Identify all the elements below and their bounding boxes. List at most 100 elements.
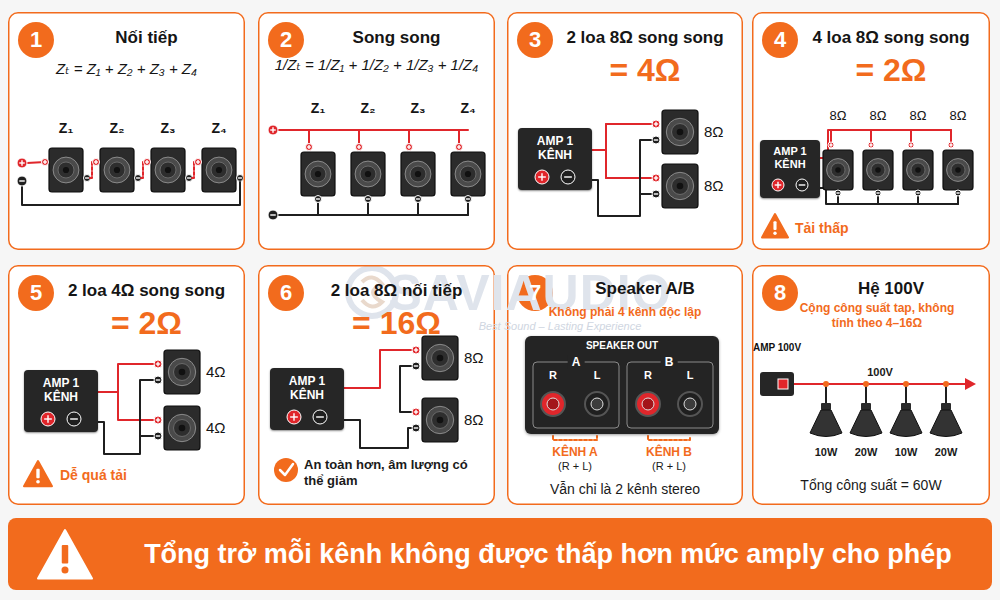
panel-heading: SPEAKER OUT xyxy=(525,340,719,352)
terminal-sign xyxy=(564,176,572,177)
terminal xyxy=(652,174,660,182)
speaker-cone xyxy=(405,161,431,187)
speaker-cone xyxy=(907,159,930,182)
amplifier-label: AMP 1 KÊNH xyxy=(28,376,94,404)
summary-note: Tổng công suất = 60W xyxy=(762,477,980,494)
wire xyxy=(950,130,952,142)
terminal xyxy=(875,190,881,196)
subtitle-note: Không phải 4 kênh độc lập xyxy=(517,305,733,320)
junction-dot xyxy=(943,381,949,387)
speaker-cone xyxy=(174,420,191,437)
wire xyxy=(278,214,468,216)
warning-banner: Tổng trở mỗi kênh không được thấp hơn mứ… xyxy=(8,518,992,590)
speaker-cone xyxy=(53,157,79,183)
example-panel: Hệ 100VCộng công suất tap, không tính th… xyxy=(752,265,990,505)
speaker-cone xyxy=(867,159,890,182)
amp-terminal xyxy=(760,372,794,396)
terminal xyxy=(868,142,874,148)
speaker-cone xyxy=(310,166,326,182)
terminal xyxy=(652,120,660,128)
speaker-cone xyxy=(827,159,850,182)
speaker-box xyxy=(401,152,435,196)
terminal xyxy=(908,142,914,148)
speaker-cone xyxy=(305,161,331,187)
wire xyxy=(98,380,154,454)
channel-side-label: L xyxy=(594,369,601,382)
impedance-result: = 2Ω xyxy=(798,52,984,88)
wire xyxy=(877,196,879,204)
terminal xyxy=(835,190,841,196)
speaker-dome xyxy=(315,171,321,177)
impedance-label: Z₁ xyxy=(311,100,325,116)
output-group-label: B xyxy=(661,355,678,369)
panel-ground xyxy=(507,12,743,250)
impedance-label: 8Ω xyxy=(704,123,724,140)
panel-title: Speaker A/B xyxy=(553,279,737,299)
wire xyxy=(98,364,154,392)
wire xyxy=(141,162,144,178)
channel-frame xyxy=(533,362,619,428)
speaker-cone xyxy=(666,118,693,145)
speaker-box xyxy=(301,152,335,196)
impedance-label: 8Ω xyxy=(704,177,724,194)
amplifier-box: AMP 1 KÊNH xyxy=(518,128,592,190)
speaker-cone xyxy=(211,162,227,178)
check-icon xyxy=(274,458,298,482)
speaker-dome xyxy=(677,129,684,136)
terminal-sign xyxy=(416,198,420,199)
amplifier-box: AMP 1 KÊNH xyxy=(760,140,820,198)
horn-speaker xyxy=(901,403,911,410)
junction-dot xyxy=(903,381,909,387)
binding-post xyxy=(678,392,702,416)
terminal-sign xyxy=(415,410,416,414)
terminal xyxy=(561,170,575,184)
formula: 1/Zₜ = 1/Z₁ + 1/Z₂ + 1/Z₃ + 1/Z₄ xyxy=(268,56,485,74)
terminal-sign xyxy=(799,184,806,185)
terminal-sign xyxy=(44,160,45,164)
speaker-cone xyxy=(355,161,381,187)
tap-power-label: 20W xyxy=(855,446,878,459)
impedance-label: 8Ω xyxy=(910,108,927,123)
terminal xyxy=(195,159,202,166)
wire xyxy=(344,350,412,388)
output-group-label: A xyxy=(568,355,585,369)
speaker-box xyxy=(823,150,853,190)
terminal-sign xyxy=(156,379,160,380)
terminal-sign xyxy=(19,180,25,181)
panel-ground xyxy=(752,265,990,505)
wire xyxy=(90,162,93,178)
terminal xyxy=(412,408,420,416)
speaker-cone xyxy=(168,414,195,441)
wire xyxy=(458,130,460,144)
terminal-sign xyxy=(272,127,273,133)
wire xyxy=(358,130,360,144)
subtitle-note: Cộng công suất tap, không tính theo 4–16… xyxy=(792,301,962,331)
terminal-sign xyxy=(85,177,89,178)
terminal xyxy=(67,412,81,426)
horn-speaker xyxy=(821,403,831,410)
step-number: 7 xyxy=(517,275,553,311)
terminal-sign xyxy=(949,144,952,145)
terminal-sign xyxy=(238,177,242,178)
warning-mark xyxy=(36,480,40,484)
wire xyxy=(605,124,607,178)
speaker-cone xyxy=(460,166,476,182)
watermark: Best Sound – Lasting Experience xyxy=(479,320,642,333)
impedance-label: Z₃ xyxy=(160,120,175,136)
speaker-cone xyxy=(455,161,481,187)
speaker-box xyxy=(100,148,134,192)
terminal xyxy=(154,432,162,440)
terminal xyxy=(365,196,372,203)
binding-post xyxy=(585,392,609,416)
wire xyxy=(467,202,469,215)
example-panel: 4 loa 8Ω song song= 2Ω4AMP 1 KÊNH xyxy=(752,12,990,250)
wire xyxy=(640,193,652,195)
wire xyxy=(417,202,419,215)
wire xyxy=(22,182,240,205)
terminal xyxy=(915,190,921,196)
wire xyxy=(606,123,652,125)
impedance-label: Z₂ xyxy=(110,120,125,136)
channel-pair-label: (R + L) xyxy=(652,460,686,473)
terminal xyxy=(796,179,808,191)
wire xyxy=(400,366,412,412)
